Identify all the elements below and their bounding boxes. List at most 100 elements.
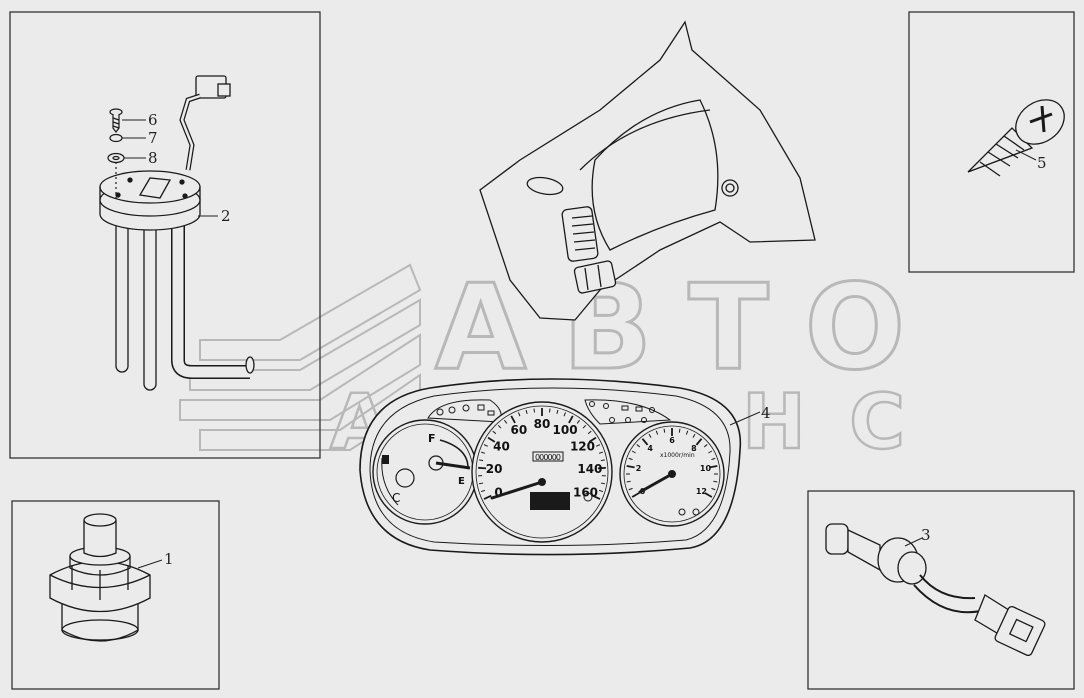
speedometer-tick — [588, 436, 597, 443]
speedometer-tick — [600, 459, 605, 462]
speedometer-label: 60 — [511, 423, 528, 437]
tachometer-tick — [628, 457, 633, 461]
tachometer-tick — [631, 492, 640, 498]
speedometer-tick — [533, 408, 535, 413]
panel-bulb-socket — [807, 490, 1075, 690]
callout-1: 1 — [164, 550, 174, 568]
tachometer-needle — [638, 472, 674, 494]
callout-8: 8 — [148, 149, 158, 167]
speedometer-tick — [598, 489, 604, 493]
self-tapping-screw-icon — [967, 99, 1065, 177]
temperature-sensor-icon — [49, 513, 151, 642]
tachometer-label: 4 — [647, 444, 653, 453]
tachometer-tick — [695, 438, 703, 446]
panel-fuel-sender — [9, 11, 321, 459]
speedometer-label: 0 — [494, 485, 502, 499]
tachometer-tick — [663, 428, 666, 433]
speedometer-tick — [518, 412, 521, 417]
speedometer-tick — [492, 430, 497, 435]
tachometer-tick — [648, 433, 652, 438]
callouts-fuel-panel — [122, 119, 218, 217]
callout-line-1 — [137, 559, 163, 569]
tachometer-label: 12 — [696, 487, 707, 496]
speedometer-label: 40 — [493, 439, 510, 453]
tachometer-tick — [709, 465, 718, 469]
speedometer-tick — [598, 451, 603, 454]
speedometer-tick — [582, 424, 587, 429]
lcd-display — [530, 492, 570, 510]
speedometer-gauge — [471, 401, 613, 543]
tachometer-tick — [711, 487, 716, 491]
speedometer-tick — [549, 408, 551, 413]
speedometer-tick — [480, 489, 486, 493]
odometer-readout: 000000 — [535, 453, 561, 462]
tachometer-tick — [626, 465, 635, 469]
tachometer-tick — [713, 480, 718, 483]
speedometer-label: 100 — [553, 423, 578, 437]
tachometer-tick — [641, 438, 649, 446]
speedometer-tick — [587, 430, 592, 435]
speedometer-tick — [596, 444, 601, 447]
fuel-level-sender-icon — [99, 75, 255, 391]
speedometer-needle — [490, 480, 544, 500]
speedometer-label: 120 — [570, 439, 595, 453]
callout-5: 5 — [1037, 154, 1047, 172]
tachometer-tick — [708, 450, 713, 454]
tachometer-tick — [628, 487, 633, 491]
panel-screw — [908, 11, 1075, 273]
callout-line-4 — [729, 411, 761, 426]
tachometer-ticks — [626, 428, 718, 498]
speedometer-tick — [525, 409, 528, 415]
speedometer-tick — [556, 409, 559, 415]
speedometer-label: 80 — [534, 417, 551, 431]
speedometer-tick — [510, 415, 516, 424]
temp-cold-label: C — [392, 491, 400, 505]
callout-line-3 — [904, 537, 923, 547]
screw-washer-stack — [107, 108, 125, 200]
callout-7: 7 — [148, 129, 158, 147]
callout-2: 2 — [221, 207, 231, 225]
tachometer-tick — [685, 430, 689, 435]
speedometer-tick — [479, 459, 484, 462]
callout-4: 4 — [761, 404, 771, 422]
speedometer-tick — [600, 482, 605, 485]
fuel-temp-gauge — [372, 419, 478, 525]
callout-3: 3 — [921, 526, 931, 544]
tachometer-tick — [636, 444, 641, 448]
tachometer-tick — [711, 457, 716, 461]
tachometer-label: 10 — [700, 464, 712, 473]
speedometer-tick — [597, 466, 606, 470]
tachometer-tick — [631, 450, 636, 454]
callout-6: 6 — [148, 111, 158, 129]
tachometer-unit: x1000r/min — [660, 452, 695, 459]
speedometer-label: 20 — [486, 462, 503, 476]
panel-temp-sensor — [11, 500, 220, 690]
tachometer-label: 8 — [691, 444, 697, 453]
speedometer-tick — [481, 451, 486, 454]
tachometer-tick — [703, 444, 708, 448]
speedometer-tick — [497, 424, 502, 429]
speedometer-tick — [504, 419, 508, 424]
tachometer-tick — [704, 492, 713, 498]
fuel-empty-label: E — [458, 476, 465, 487]
dashboard-icon — [479, 20, 816, 321]
bulb-socket-icon — [825, 523, 1046, 657]
speedometer-tick — [592, 494, 601, 500]
speedometer-tick — [563, 412, 566, 417]
speedometer-tick — [478, 466, 487, 470]
fuel-full-label: F — [428, 432, 436, 445]
watermark-line1: АВТО — [435, 258, 905, 396]
speedometer-tick — [487, 436, 496, 443]
callout-line-5 — [1015, 149, 1037, 161]
speedometer-tick — [479, 482, 484, 485]
speedometer-tick — [576, 419, 580, 424]
speedometer-ticks — [478, 408, 606, 500]
tachometer-tick — [655, 430, 659, 435]
tachometer-label: 2 — [636, 464, 642, 473]
speedometer-tick — [483, 444, 488, 447]
odometer-box — [532, 451, 564, 462]
tachometer-label: 6 — [669, 436, 675, 445]
